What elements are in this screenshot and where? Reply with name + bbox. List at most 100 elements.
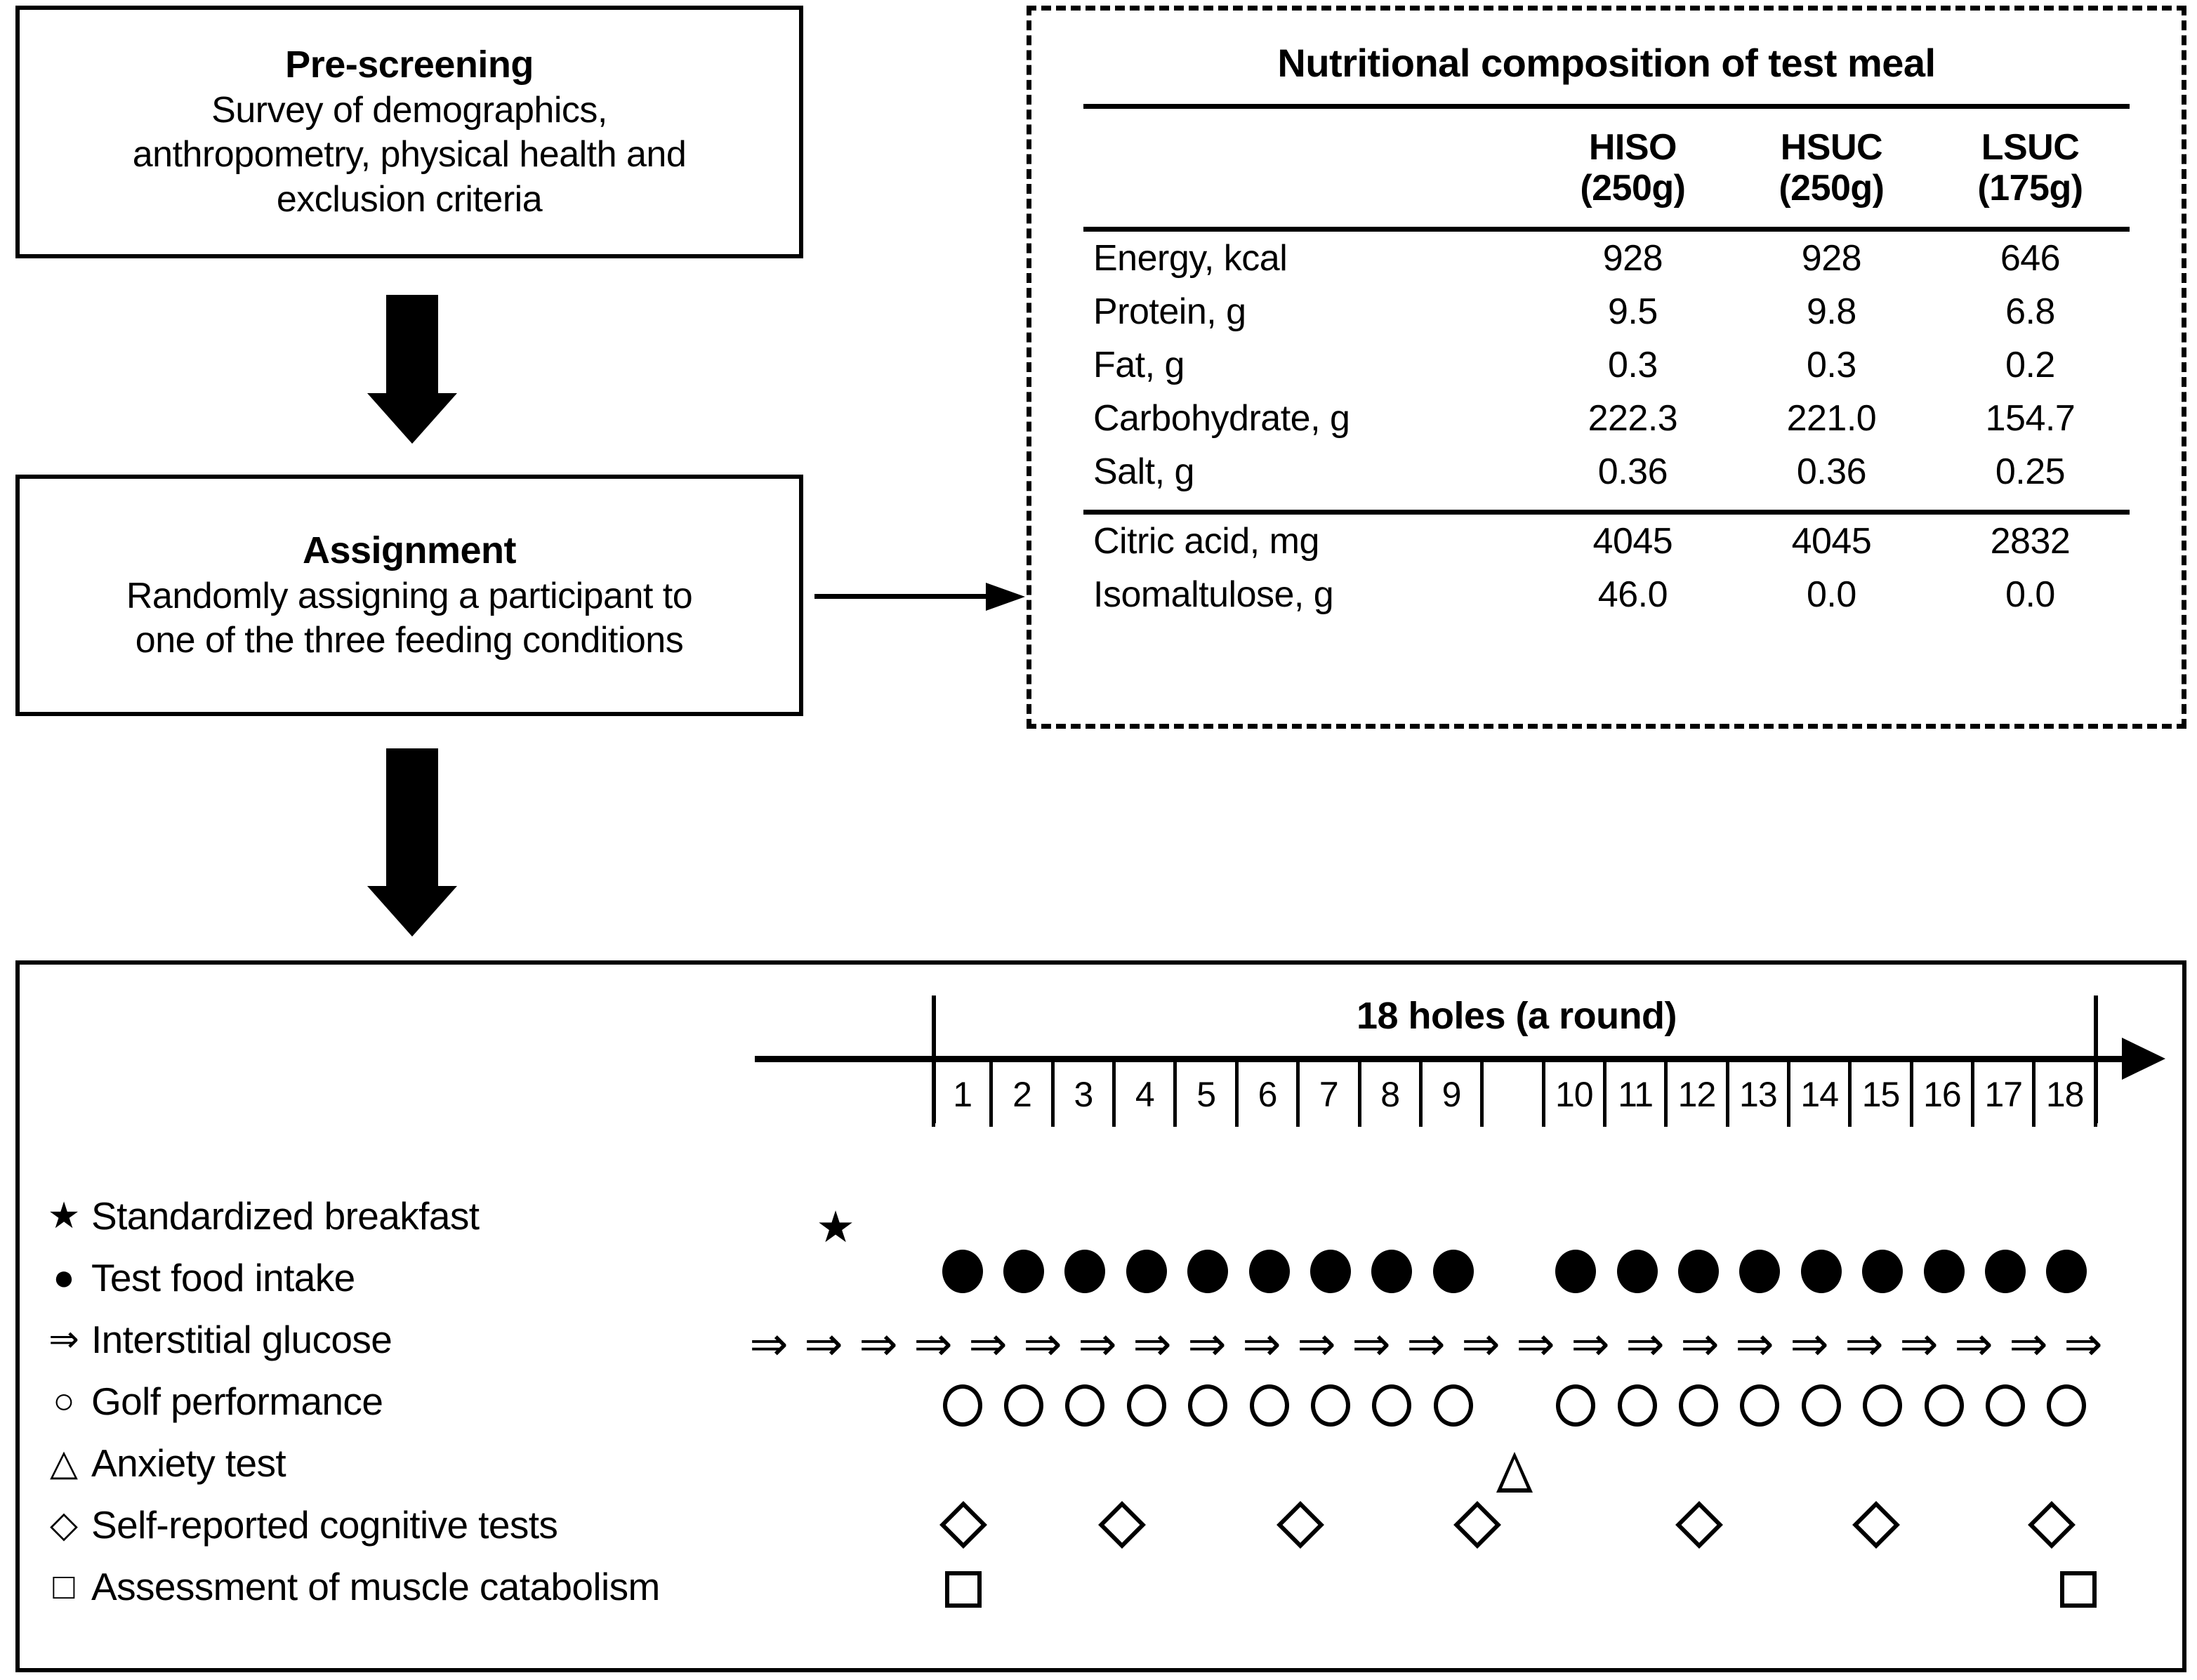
legend-label: Interstitial glucose [91,1318,392,1361]
table-cell: 646 [2000,238,2061,279]
interstitial-glucose-marker: ⇒ [1187,1317,1227,1371]
interstitial-glucose-marker: ⇒ [859,1317,898,1371]
prescreening-line-3: exclusion criteria [276,178,543,220]
axis-arrow-head-icon [2122,1038,2165,1080]
golf-performance-marker [942,1384,982,1427]
standardized-breakfast-marker: ★ [816,1203,855,1252]
arrow-shaft [814,594,987,599]
interstitial-glucose-marker: ⇒ [749,1317,789,1371]
golf-performance-marker [1924,1384,1964,1427]
golf-performance-marker [1985,1384,2025,1427]
table-cell: 0.36 [1597,451,1668,492]
legend-label: Test food intake [91,1256,355,1299]
row-label: Isomaltulose, g [1093,574,1334,615]
test-food-intake-marker [1187,1250,1229,1293]
test-food-intake-marker [1248,1250,1290,1293]
interstitial-glucose-marker: ⇒ [1352,1317,1391,1371]
legend-label: Standardized breakfast [91,1194,480,1238]
column-name: HISO [1588,126,1677,168]
test-food-intake-marker [1800,1250,1842,1293]
muscle-catabolism-marker [945,1571,982,1608]
interstitial-glucose-marker: ⇒ [1078,1317,1117,1371]
table-cell: 4045 [1791,521,1872,562]
golf-performance-marker [1679,1384,1719,1427]
golf-performance-marker [1126,1384,1166,1427]
row-label: Fat, g [1093,345,1185,385]
golf-performance-marker [1801,1384,1841,1427]
legend-item-triangle: △Anxiety test [37,1432,760,1494]
hole-cell-4: 4 [1116,1062,1177,1127]
interstitial-glucose-marker: ⇒ [1735,1317,1774,1371]
interstitial-glucose-marker: ⇒ [1023,1317,1062,1371]
assignment-title: Assignment [302,529,517,571]
golf-performance-marker [1249,1384,1289,1427]
table-cell: 0.3 [1607,345,1658,385]
legend-label: Self-reported cognitive tests [91,1503,558,1547]
interstitial-glucose-marker: ⇒ [913,1317,953,1371]
hole-cell-3: 3 [1055,1062,1116,1127]
hole-cell-5: 5 [1177,1062,1239,1127]
table-column-header-lsuc: LSUC(175g) [1930,104,2130,232]
filled-circle-icon: ● [53,1257,75,1298]
hole-cell-18: 18 [2036,1062,2097,1127]
round-start-tick [932,996,936,1123]
prescreening-box: Pre-screening Survey of demographics, an… [15,6,803,258]
test-food-intake-marker [1003,1250,1045,1293]
rule-cell [1533,498,1732,515]
row-label: Protein, g [1093,291,1246,332]
golf-performance-marker [1556,1384,1596,1427]
arrow-shaft [386,748,438,889]
table-cell: 2832 [1990,521,2071,562]
interstitial-glucose-marker: ⇒ [804,1317,843,1371]
test-food-intake-marker [1739,1250,1781,1293]
arrow-head [367,886,457,937]
arrow-head [986,583,1025,611]
interstitial-glucose-marker: ⇒ [1461,1317,1500,1371]
golf-performance-marker [1065,1384,1105,1427]
interstitial-glucose-marker: ⇒ [1571,1317,1610,1371]
round-end-tick [2094,996,2098,1123]
interstitial-glucose-marker: ⇒ [1845,1317,1884,1371]
row-label: Salt, g [1093,451,1194,492]
table-cell: 0.2 [2005,345,2055,385]
table-header-blank [1083,104,1533,232]
golf-performance-marker [1863,1384,1903,1427]
interstitial-glucose-marker: ⇒ [2009,1317,2048,1371]
test-food-intake-marker [1923,1250,1965,1293]
arrow-shaft [386,295,438,397]
triangle-icon: △ [50,1443,78,1483]
interstitial-glucose-marker: ⇒ [1242,1317,1281,1371]
table-column-header-hsuc: HSUC(250g) [1731,104,1931,232]
hole-cell-1: 1 [932,1062,994,1127]
interstitial-glucose-marker: ⇒ [1790,1317,1829,1371]
interstitial-glucose-marker: ⇒ [1133,1317,1172,1371]
legend-label: Assessment of muscle catabolism [91,1565,660,1608]
table-cell: 4045 [1592,521,1673,562]
table-cell: 6.8 [2005,291,2055,332]
rule-cell [1083,498,1533,515]
marker-layer: ★⇒⇒⇒⇒⇒⇒⇒⇒⇒⇒⇒⇒⇒⇒⇒⇒⇒⇒⇒⇒⇒⇒⇒⇒⇒ [0,0,2197,1608]
hole-cell-17: 17 [1974,1062,2036,1127]
prescreening-line-1: Survey of demographics, [211,89,607,131]
assignment-line-2: one of the three feeding conditions [135,619,684,661]
row-label: Energy, kcal [1093,238,1288,279]
interstitial-glucose-marker: ⇒ [968,1317,1008,1371]
interstitial-glucose-marker: ⇒ [2064,1317,2103,1371]
table-cell: 0.0 [2005,574,2055,615]
test-food-intake-marker [1616,1250,1658,1293]
table-cell: 928 [1801,238,1862,279]
hole-cell-13: 13 [1729,1062,1791,1127]
table-cell: 0.25 [1995,451,2066,492]
column-amount: (250g) [1580,168,1686,209]
table-column-header-hiso: HISO(250g) [1533,104,1732,232]
muscle-catabolism-marker [2060,1571,2097,1608]
hole-cell-turn [1484,1062,1545,1127]
double-arrow-icon: ⇒ [48,1319,79,1360]
timeline-axis [755,1056,2127,1062]
test-food-intake-marker [1555,1250,1597,1293]
